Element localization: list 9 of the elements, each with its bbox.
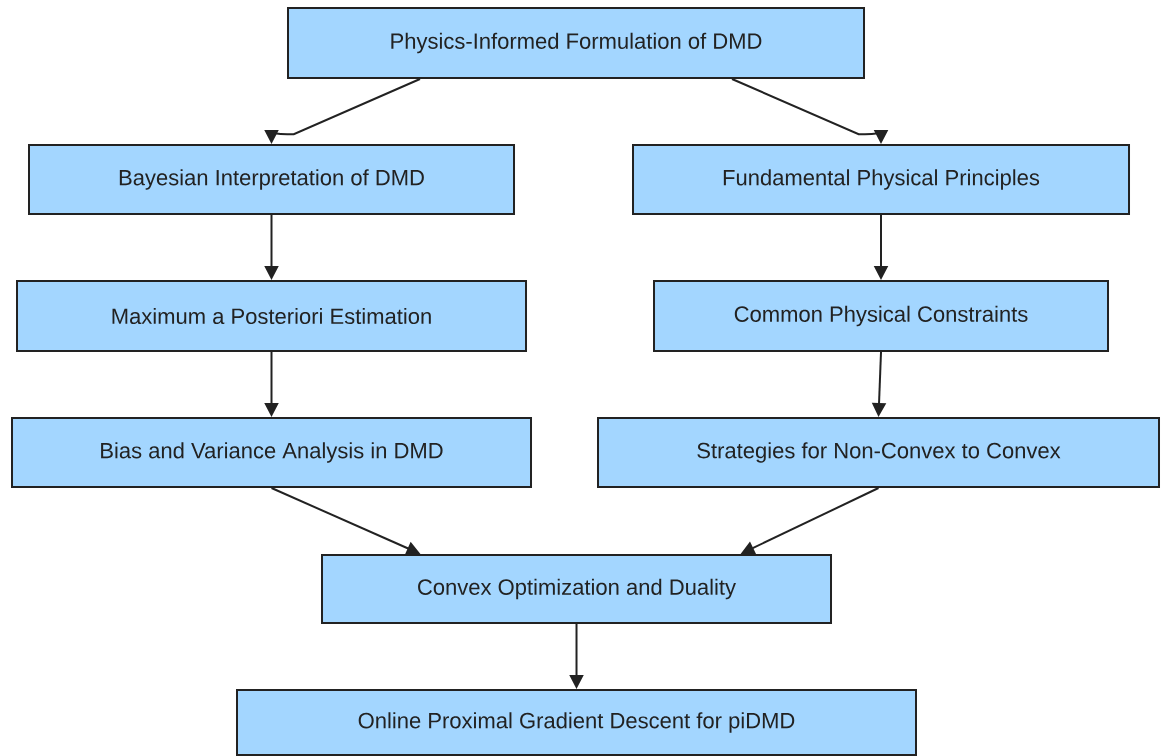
process-box: Maximum a Posteriori Estimation xyxy=(16,280,527,352)
process-box: Fundamental Physical Principles xyxy=(632,144,1130,215)
process-box: Online Proximal Gradient Descent for piDMD xyxy=(236,689,917,756)
process-box: Bayesian Interpretation of DMD xyxy=(28,144,515,215)
process-box: Physics-Informed Formulation of DMD xyxy=(287,7,865,79)
process-box: Convex Optimization and Duality xyxy=(321,554,832,624)
process-box: Common Physical Constraints xyxy=(653,280,1109,352)
process-box: Bias and Variance Analysis in DMD xyxy=(11,417,532,488)
process-box: Strategies for Non-Convex to Convex xyxy=(597,417,1160,488)
